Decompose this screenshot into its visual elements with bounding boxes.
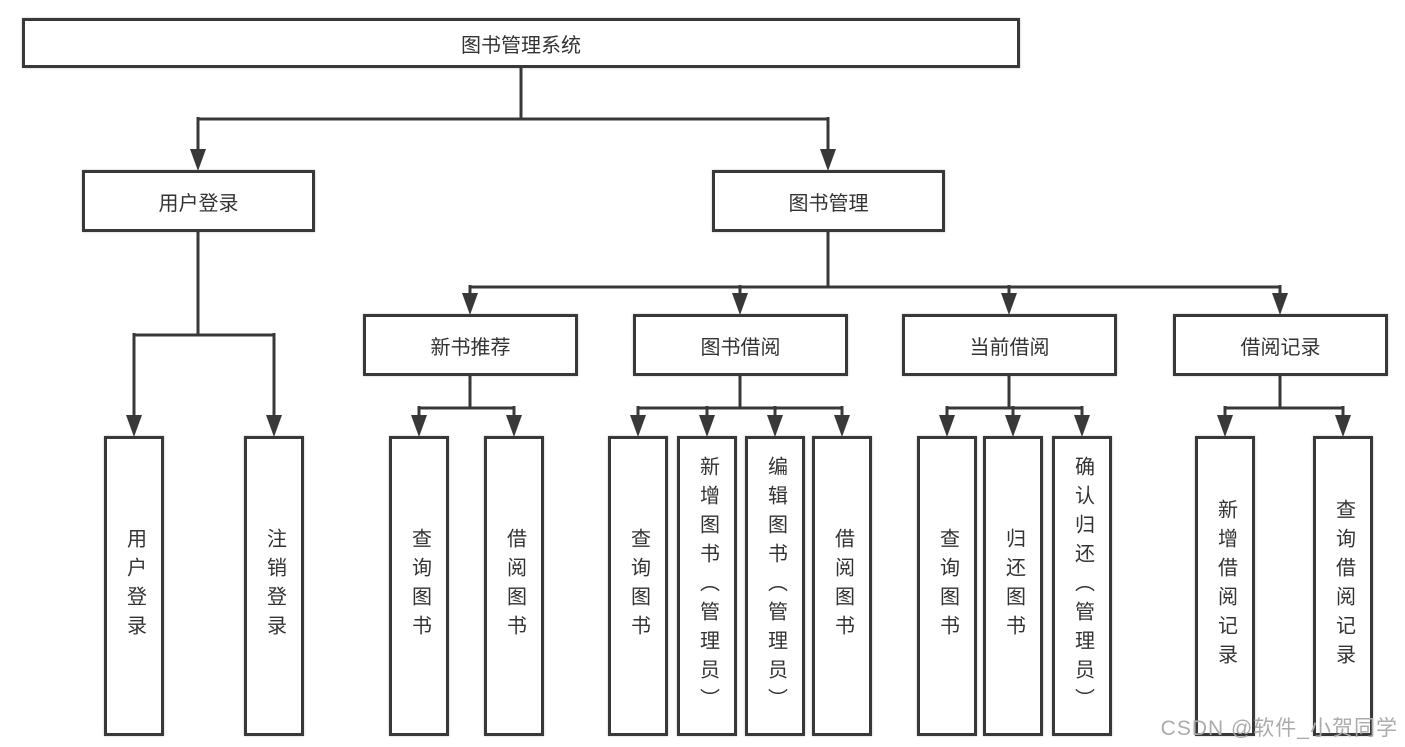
arrowheads: [126, 149, 1351, 437]
leaf-borrow-books-recommend-label: 借阅图书: [503, 528, 526, 644]
leaf-borrow-books-label: 借阅图书: [831, 528, 854, 644]
node-borrowing-records: 借阅记录: [1173, 314, 1388, 376]
leaf-add-book-admin: 新增图书（管理员）: [677, 436, 737, 736]
leaf-query-borrow-record: 查询借阅记录: [1313, 436, 1373, 736]
node-current-borrowing-label: 当前借阅: [969, 336, 1050, 359]
node-borrowing-records-label: 借阅记录: [1240, 336, 1321, 359]
node-book-management: 图书管理: [712, 170, 945, 232]
node-book-borrowing-label: 图书借阅: [700, 336, 781, 359]
leaf-add-book-admin-label: 新增图书（管理员）: [696, 455, 719, 717]
leaf-query-books-recommend-label: 查询图书: [408, 528, 431, 644]
node-user-login-label: 用户登录: [158, 192, 239, 215]
leaf-add-borrow-record-label: 新增借阅记录: [1214, 499, 1237, 673]
node-book-management-label: 图书管理: [788, 192, 869, 215]
node-new-book-recommend: 新书推荐: [363, 314, 578, 376]
leaf-query-borrow-record-label: 查询借阅记录: [1332, 499, 1355, 673]
leaf-query-books-recommend: 查询图书: [389, 436, 449, 736]
leaf-return-books: 归还图书: [983, 436, 1043, 736]
leaf-logout-label: 注销登录: [263, 528, 286, 644]
leaf-confirm-return-admin-label: 确认归还（管理员）: [1071, 455, 1094, 717]
node-book-borrowing: 图书借阅: [633, 314, 848, 376]
node-current-borrowing: 当前借阅: [902, 314, 1117, 376]
leaf-add-borrow-record: 新增借阅记录: [1195, 436, 1255, 736]
leaf-edit-book-admin-label: 编辑图书（管理员）: [764, 455, 787, 717]
leaf-query-books-current-label: 查询图书: [936, 528, 959, 644]
leaf-return-books-label: 归还图书: [1002, 528, 1025, 644]
leaf-borrow-books: 借阅图书: [812, 436, 872, 736]
csdn-watermark: CSDN @软件_小贺同学: [1160, 717, 1398, 740]
leaf-edit-book-admin: 编辑图书（管理员）: [745, 436, 805, 736]
leaf-borrow-books-recommend: 借阅图书: [484, 436, 544, 736]
leaf-confirm-return-admin: 确认归还（管理员）: [1052, 436, 1112, 736]
leaf-query-books-current: 查询图书: [917, 436, 977, 736]
leaf-user-login: 用户登录: [104, 436, 164, 736]
leaf-logout: 注销登录: [244, 436, 304, 736]
node-new-book-recommend-label: 新书推荐: [430, 336, 511, 359]
leaf-user-login-label: 用户登录: [123, 528, 146, 644]
node-library-system-label: 图书管理系统: [461, 34, 581, 57]
leaf-query-books-borrowing: 查询图书: [608, 436, 668, 736]
node-user-login: 用户登录: [82, 170, 315, 232]
node-library-system: 图书管理系统: [22, 18, 1020, 68]
leaf-query-books-borrowing-label: 查询图书: [627, 528, 650, 644]
